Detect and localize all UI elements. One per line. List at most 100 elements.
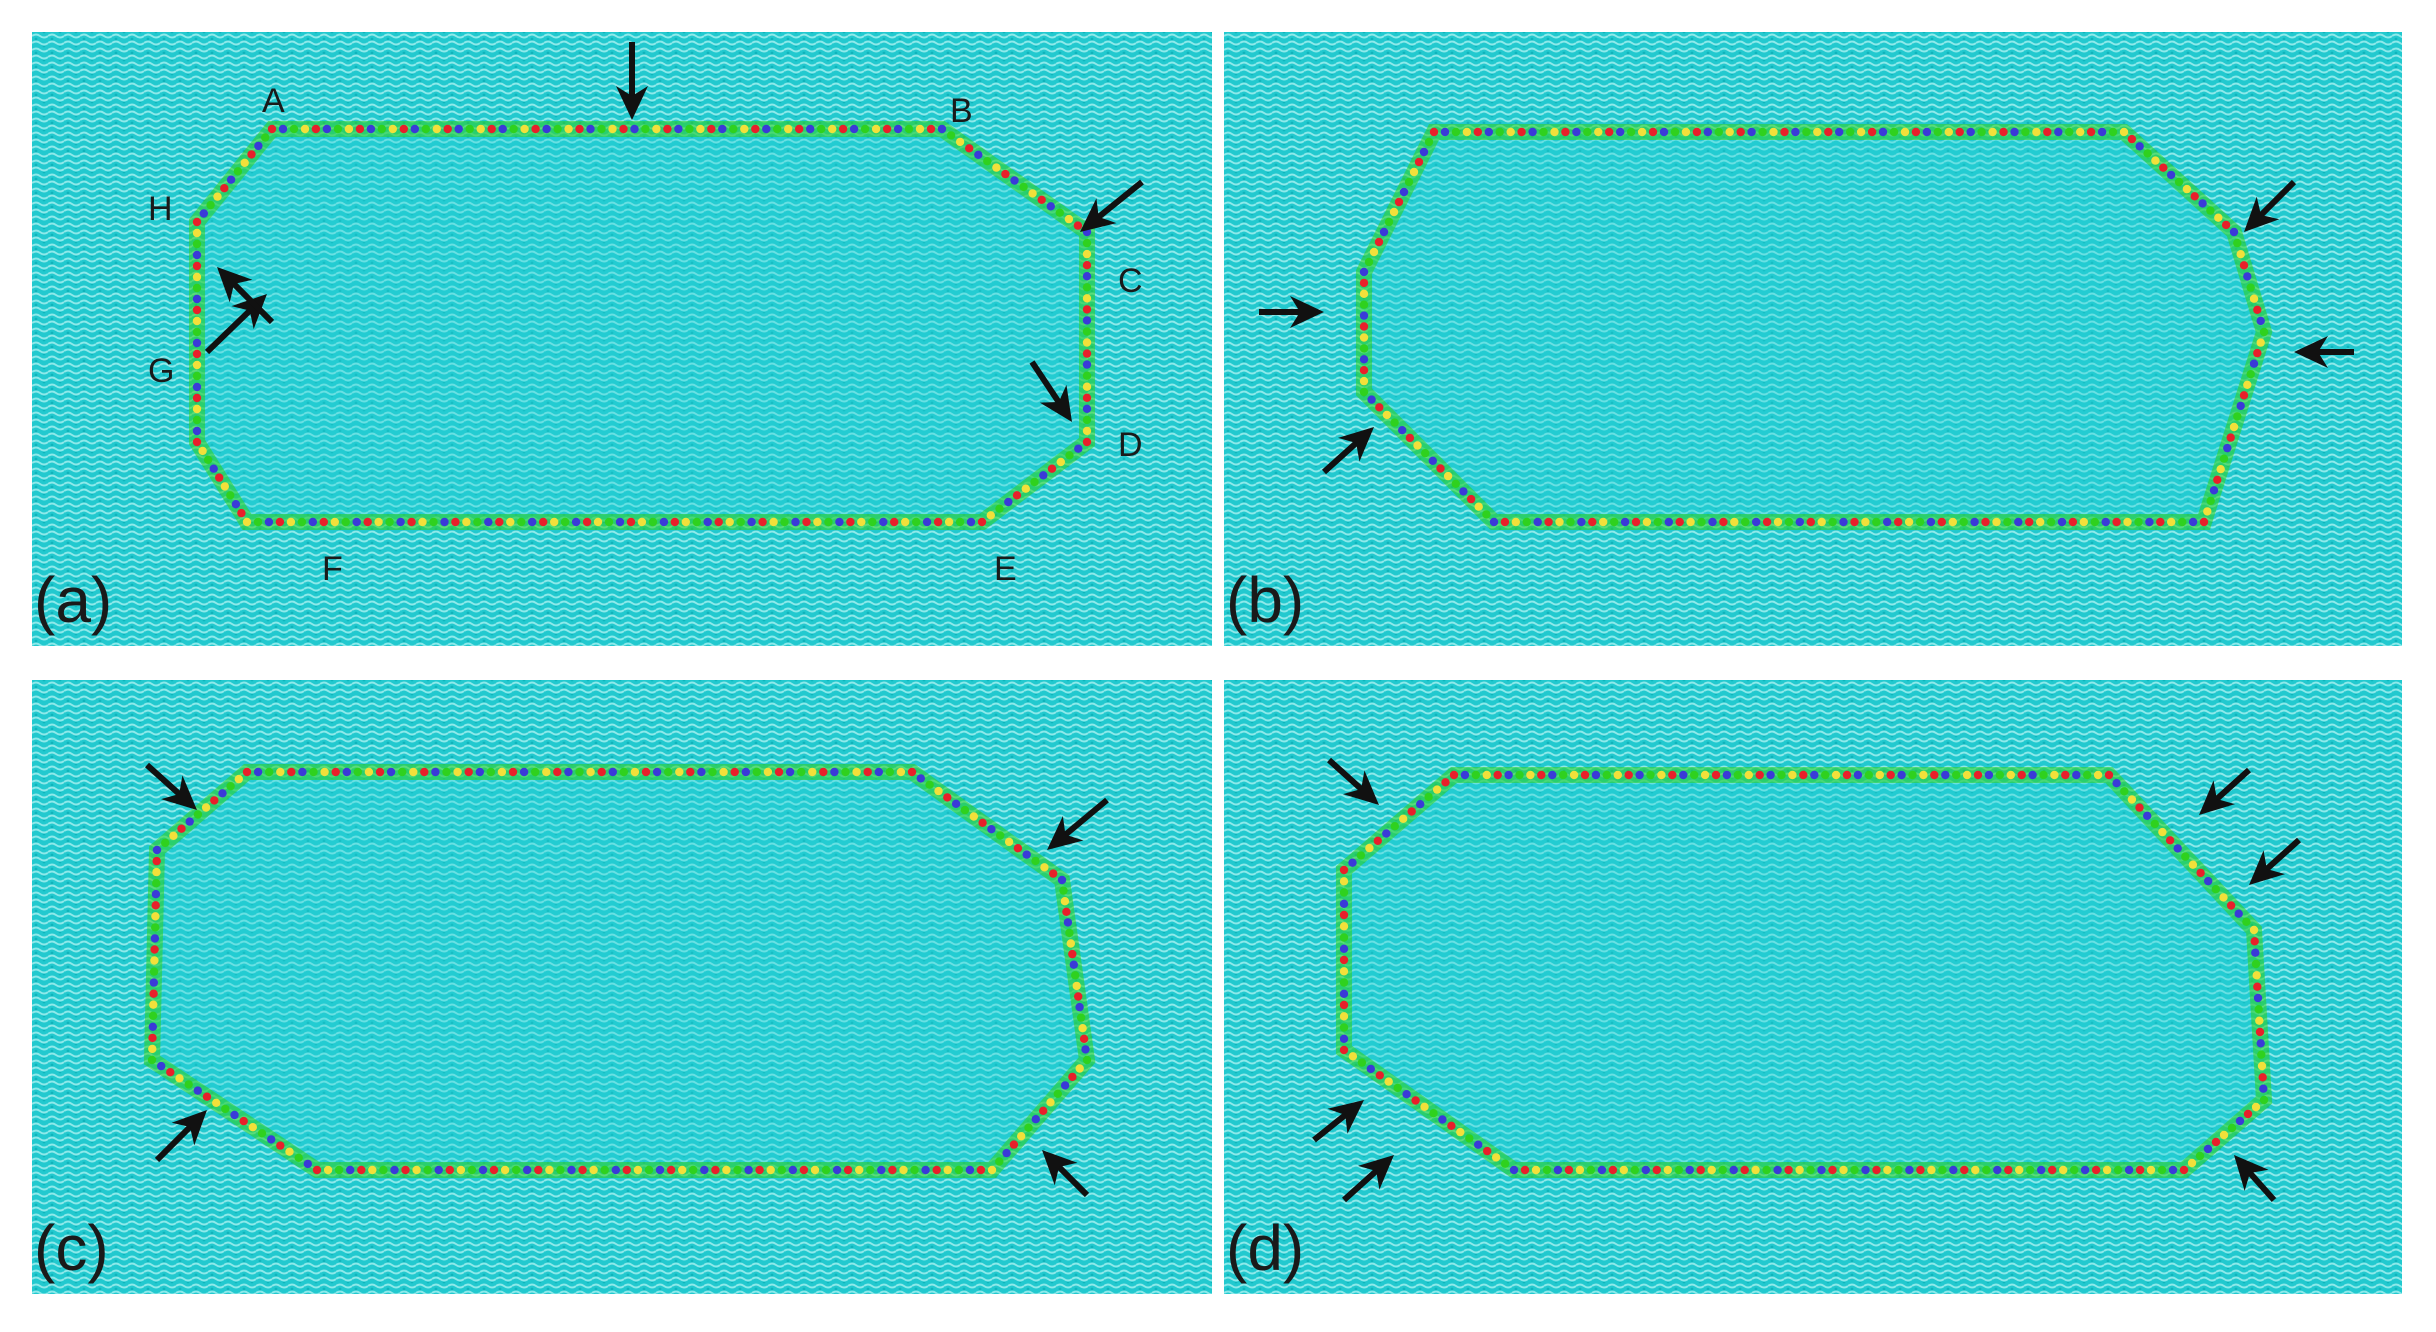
- boundary-atom: [1398, 426, 1407, 435]
- boundary-atom: [278, 124, 288, 134]
- boundary-atom: [2135, 803, 2144, 812]
- boundary-atom: [297, 517, 307, 527]
- boundary-atom: [1616, 127, 1625, 137]
- boundary-atom: [1082, 404, 1092, 413]
- boundary-atom: [943, 793, 952, 802]
- boundary-atom: [1846, 127, 1855, 137]
- boundary-atom: [2159, 163, 2168, 172]
- boundary-atom: [1348, 858, 1357, 867]
- boundary-atom: [1762, 517, 1772, 527]
- boundary-atom: [1511, 517, 1520, 527]
- boundary-atom: [276, 1141, 285, 1150]
- boundary-atom: [1082, 305, 1092, 314]
- boundary-atom: [462, 517, 471, 527]
- boundary-atom: [1938, 1165, 1947, 1175]
- boundary-atom: [226, 175, 236, 184]
- boundary-atom: [1605, 127, 1614, 137]
- boundary-atom: [652, 124, 661, 134]
- boundary-atom: [1082, 272, 1092, 281]
- boundary-atom: [2151, 156, 2160, 165]
- boundary-atom: [276, 767, 285, 777]
- arrow-head: [2234, 1155, 2269, 1192]
- boundary-atom: [2101, 517, 2110, 527]
- boundary-atom: [2059, 1165, 2068, 1175]
- boundary-atom: [2173, 844, 2182, 853]
- boundary-atom: [1082, 283, 1092, 292]
- boundary-atom: [1707, 1165, 1716, 1175]
- boundary-atom: [247, 150, 256, 159]
- boundary-atom: [2072, 770, 2081, 780]
- boundary-atom: [608, 767, 617, 777]
- boundary-atom: [780, 517, 789, 527]
- boundary-atom: [344, 124, 354, 134]
- boundary-atom: [1369, 247, 1379, 257]
- boundary-atom: [484, 517, 493, 527]
- boundary-atom: [1082, 1055, 1092, 1065]
- vertex-label-A: A: [262, 82, 285, 120]
- panel-d-label: (d): [1226, 1212, 1305, 1284]
- boundary-atom: [907, 767, 917, 777]
- boundary-atom: [1681, 127, 1691, 137]
- panel-a-boundary: [189, 121, 1095, 530]
- boundary-atom: [2259, 327, 2269, 337]
- boundary-atom: [1670, 127, 1680, 137]
- boundary-atom: [2255, 1016, 2264, 1025]
- boundary-atom: [1339, 967, 1349, 976]
- boundary-atom: [398, 767, 407, 777]
- boundary-atom: [192, 272, 202, 282]
- boundary-atom: [965, 1165, 975, 1175]
- boundary-atom: [951, 799, 961, 808]
- panel-d: (d): [1224, 680, 2402, 1294]
- boundary-atom: [375, 767, 385, 777]
- boundary-atom: [795, 124, 804, 134]
- boundary-atom: [921, 1165, 930, 1175]
- boundary-atom: [1926, 517, 1936, 527]
- boundary-atom: [1856, 127, 1866, 137]
- boundary-atom: [1046, 1098, 1055, 1107]
- boundary-atom: [2211, 1137, 2221, 1147]
- boundary-atom: [1339, 1034, 1349, 1043]
- boundary-atom: [1842, 770, 1852, 780]
- boundary-atom: [934, 786, 943, 796]
- panel-c-arrows: [144, 762, 1109, 1198]
- boundary-atom: [1515, 770, 1524, 780]
- boundary-atom: [1489, 517, 1499, 527]
- panel-b: (b): [1224, 32, 2402, 646]
- boundary-atom: [1074, 992, 1083, 1001]
- boundary-atom: [1359, 322, 1369, 331]
- boundary-atom: [586, 124, 595, 134]
- boundary-atom: [2065, 127, 2074, 137]
- boundary-atom: [177, 824, 186, 833]
- boundary-atom: [1060, 897, 1070, 906]
- boundary-atom: [1915, 517, 1925, 527]
- arrow-head: [1327, 1100, 1364, 1134]
- vertex-label-F: F: [322, 550, 343, 588]
- boundary-atom: [1839, 517, 1848, 527]
- boundary-atom: [2190, 192, 2199, 201]
- boundary-atom: [597, 124, 606, 134]
- boundary-atom: [1459, 487, 1468, 496]
- boundary-atom: [2233, 238, 2242, 248]
- boundary-atom: [944, 517, 954, 527]
- boundary-atom: [149, 1000, 158, 1009]
- boundary-atom: [147, 1055, 157, 1065]
- boundary-atom: [1952, 770, 1961, 780]
- arrow-head: [1290, 296, 1324, 328]
- boundary-atom: [736, 517, 745, 527]
- boundary-atom: [542, 124, 551, 134]
- boundary-atom: [1339, 955, 1349, 965]
- arrow-head: [1358, 1155, 1394, 1190]
- boundary-atom: [1626, 127, 1636, 137]
- boundary-atom: [1082, 349, 1092, 358]
- boundary-atom: [1069, 960, 1079, 969]
- boundary-atom: [500, 1165, 510, 1175]
- boundary-atom: [1066, 939, 1076, 948]
- boundary-atom: [1359, 267, 1369, 277]
- boundary-atom: [2026, 1165, 2035, 1175]
- boundary-atom: [1082, 437, 1092, 447]
- boundary-atom: [1889, 127, 1899, 137]
- boundary-atom: [357, 1165, 366, 1175]
- boundary-atom: [1484, 127, 1493, 137]
- boundary-atom: [1937, 517, 1946, 527]
- boundary-atom: [2258, 1073, 2267, 1082]
